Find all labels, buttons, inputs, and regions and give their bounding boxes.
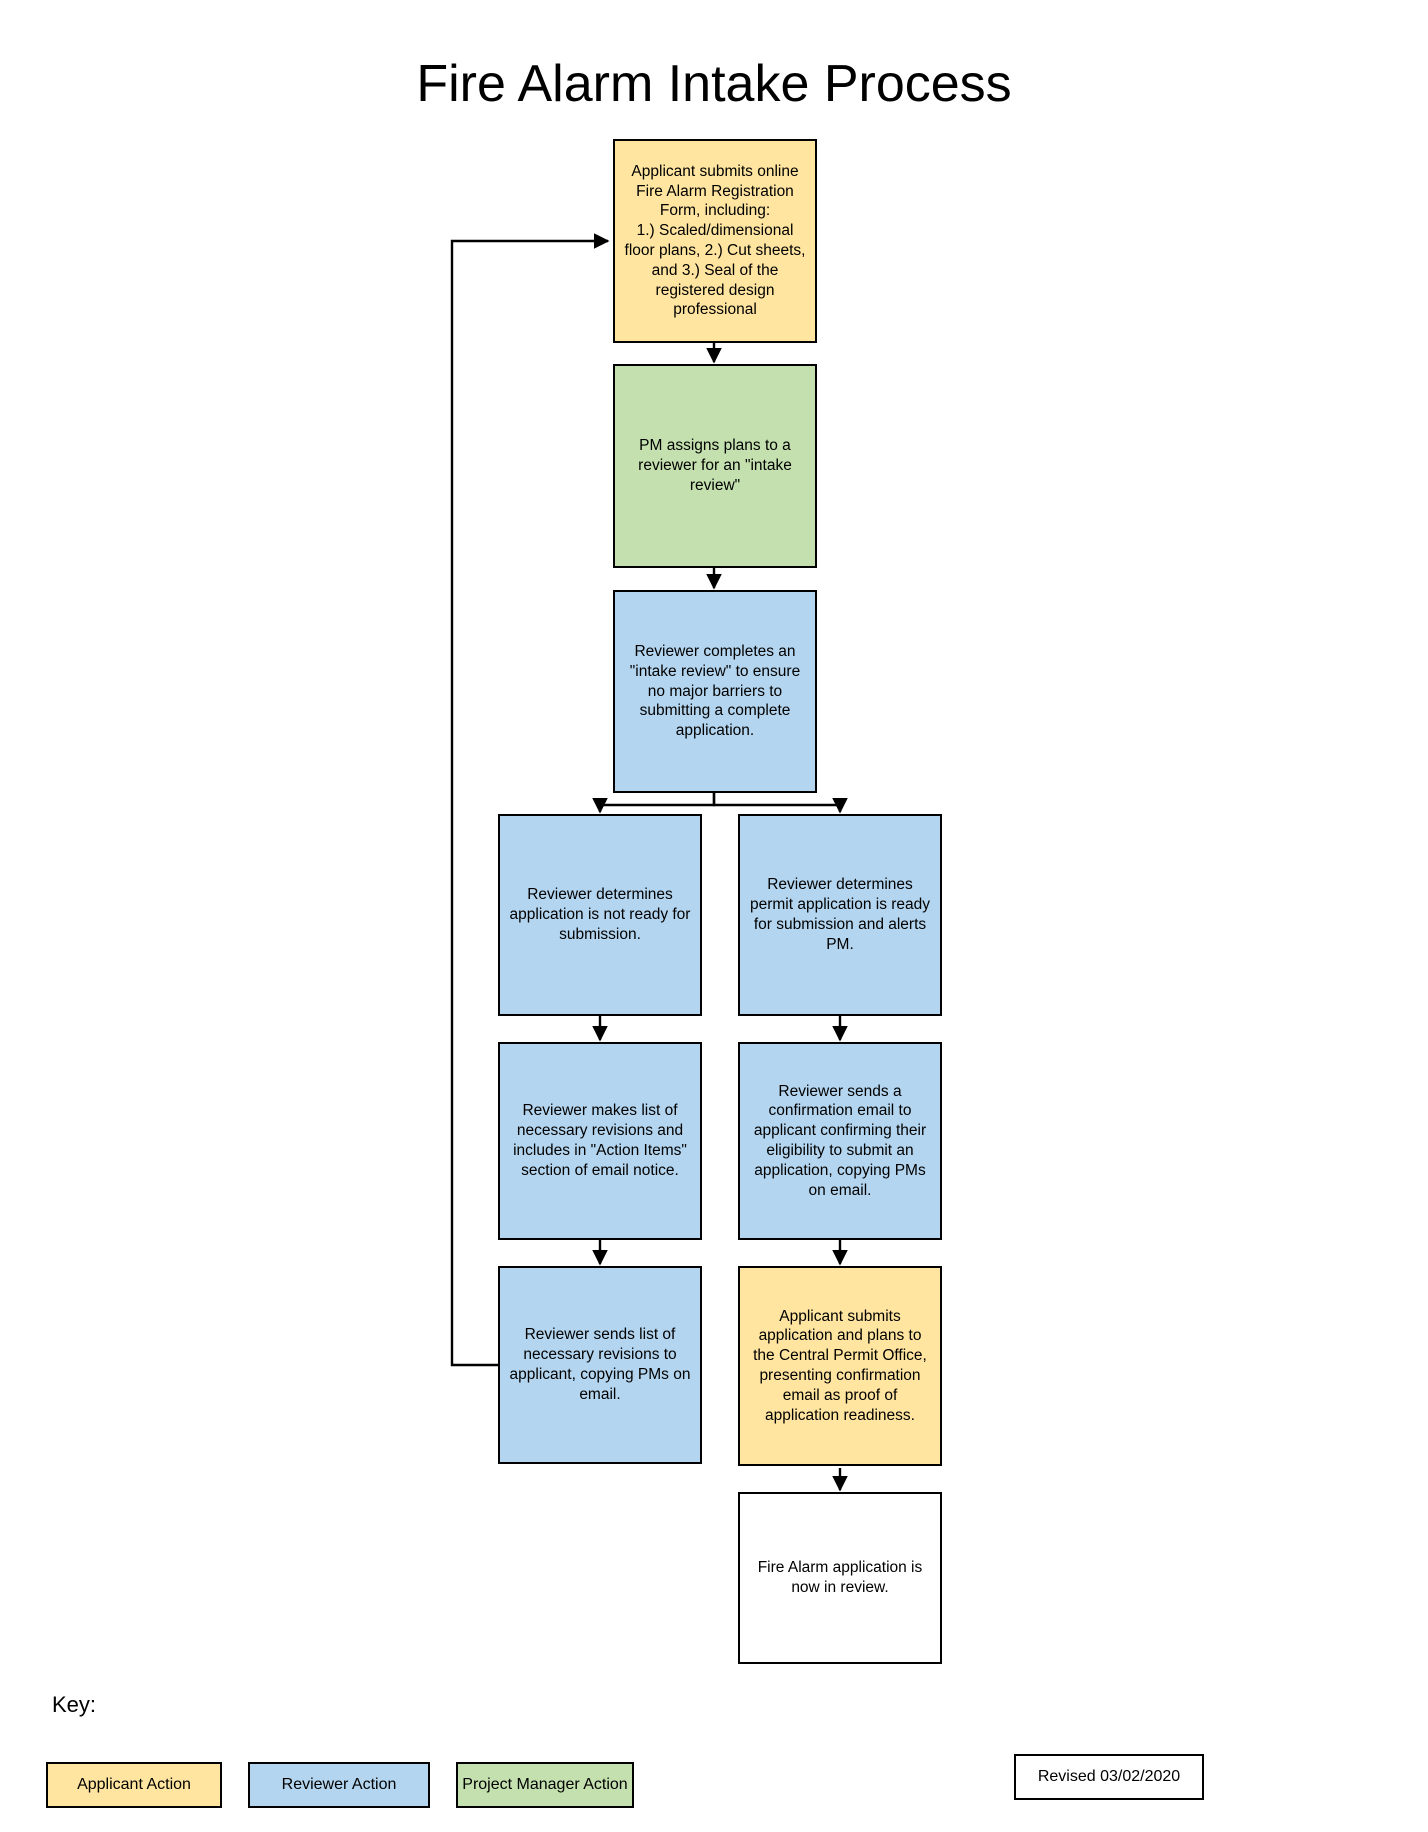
node-text: Applicant submits application and plans …	[753, 1307, 927, 1424]
legend-label: Applicant Action	[77, 1776, 191, 1793]
node-reviewer-sends-list[interactable]: Reviewer sends list of necessary revisio…	[498, 1266, 702, 1464]
node-text: PM assigns plans to a reviewer for an "i…	[638, 437, 792, 494]
node-text: Fire Alarm application is now in review.	[757, 1559, 923, 1596]
legend-label: Project Manager Action	[462, 1776, 628, 1793]
key-label: Key:	[52, 1692, 97, 1717]
node-applicant-submits-application[interactable]: Applicant submits application and plans …	[738, 1266, 942, 1466]
node-text: Reviewer sends list of necessary revisio…	[509, 1326, 691, 1403]
node-applicant-submits-form[interactable]: Applicant submits online Fire Alarm Regi…	[613, 139, 817, 343]
node-application-in-review[interactable]: Fire Alarm application is now in review.	[738, 1492, 942, 1664]
node-text: Applicant submits online Fire Alarm Regi…	[624, 162, 806, 319]
connector-intake-split-right	[712, 793, 848, 814]
node-text: Reviewer makes list of necessary revisio…	[513, 1102, 687, 1179]
node-text: Reviewer completes an "intake review" to…	[629, 642, 801, 740]
legend-label: Reviewer Action	[281, 1776, 397, 1793]
node-application-ready[interactable]: Reviewer determines permit application i…	[738, 814, 942, 1016]
connector-intake-split-left	[592, 793, 716, 814]
page-title: Fire Alarm Intake Process	[416, 55, 1012, 113]
node-text: Reviewer determines permit application i…	[749, 876, 931, 953]
legend-item-applicant-action: Applicant Action	[46, 1762, 222, 1808]
legend-item-reviewer-action: Reviewer Action	[248, 1762, 430, 1808]
node-text: Reviewer determines application is not r…	[509, 886, 691, 943]
node-reviewer-makes-list[interactable]: Reviewer makes list of necessary revisio…	[498, 1042, 702, 1240]
node-reviewer-sends-confirmation[interactable]: Reviewer sends a confirmation email to a…	[738, 1042, 942, 1240]
node-pm-assigns-plans[interactable]: PM assigns plans to a reviewer for an "i…	[613, 364, 817, 568]
node-application-not-ready[interactable]: Reviewer determines application is not r…	[498, 814, 702, 1016]
node-text: Reviewer sends a confirmation email to a…	[753, 1082, 927, 1199]
revised-date-box: Revised 03/02/2020	[1014, 1754, 1204, 1800]
legend-item-project-manager-action: Project Manager Action	[456, 1762, 634, 1808]
node-reviewer-intake-review[interactable]: Reviewer completes an "intake review" to…	[613, 590, 817, 793]
revised-date-text: Revised 03/02/2020	[1037, 1768, 1181, 1785]
